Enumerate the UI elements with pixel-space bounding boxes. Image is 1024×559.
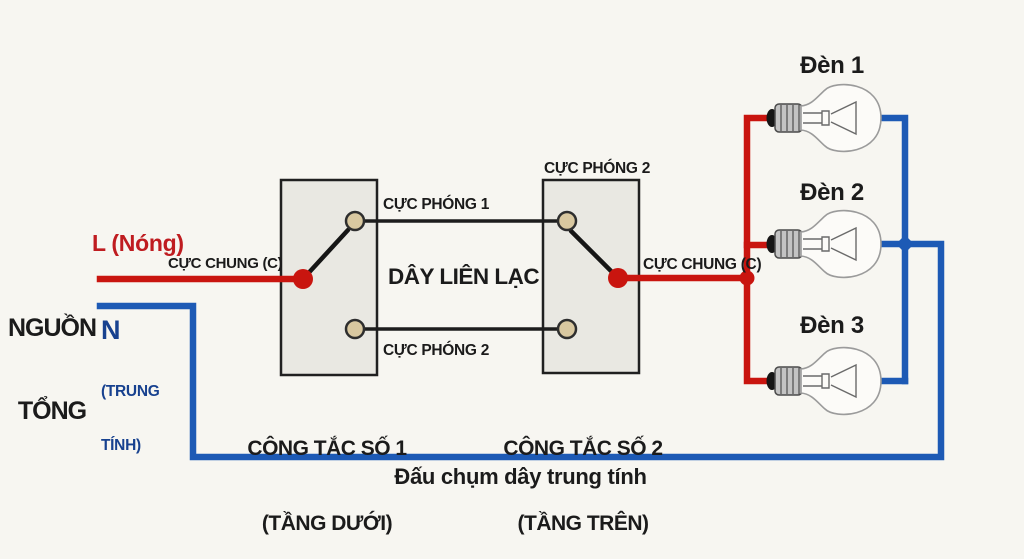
lamp-2-filament (803, 226, 857, 262)
lamp-2-glass (800, 209, 882, 279)
switch-2-name-line2: (TẦNG TRÊN) (517, 512, 649, 535)
traveler1-label: CỰC PHÓNG 1 (383, 196, 490, 213)
switch-1-common-terminal (293, 269, 313, 289)
switch2-top-terminal-label: CỰC PHÓNG 2 (544, 160, 651, 177)
lamp-2-label: Đèn 2 (800, 179, 864, 206)
switch1-common-label: CỰC CHUNG (C) (168, 255, 283, 272)
lamp-2-threads (780, 231, 800, 257)
caption: Đấu chụm dây trung tính (394, 464, 647, 489)
lamp-3-screw-base (774, 366, 803, 396)
lamp-3 (766, 346, 882, 416)
neutral-sublabel-line1: (TRUNG (101, 383, 160, 400)
switch-2-common-terminal (608, 268, 628, 288)
neutral-sublabel-line2: TÍNH) (101, 437, 141, 454)
lamp-3-label: Đèn 3 (800, 312, 864, 339)
lamp-1-glass (800, 83, 882, 153)
live-wire-label: L (Nóng) (92, 230, 184, 256)
red-junction-dot (739, 270, 755, 286)
switch-2-name: CÔNG TẮC SỐ 2 (TẦNG TRÊN) (490, 386, 676, 559)
switch-1-name-line2: (TẦNG DƯỚI) (261, 512, 393, 535)
switch2-common-label: CỰC CHUNG (C) (643, 256, 762, 273)
switch-1-traveler1-terminal (344, 210, 366, 232)
lamp-3-threads (780, 368, 800, 394)
source-name-line2: TỔNG (17, 396, 87, 425)
traveler2-label: CỰC PHÓNG 2 (383, 342, 490, 359)
switch-2-name-line1: CÔNG TẮC SỐ 2 (503, 437, 663, 460)
neutral-wire-sublabel: (TRUNG TÍNH) (101, 347, 160, 491)
switch-1-name: CÔNG TẮC SỐ 1 (TẦNG DƯỚI) (234, 386, 420, 559)
lamp-bus-blue (870, 114, 909, 385)
lamp-1 (766, 83, 882, 153)
lamp-1-threads (780, 105, 800, 131)
switch-1-lever (300, 227, 351, 282)
source-name-line1: NGUỒN (7, 314, 97, 342)
neutral-wire-label: N (101, 315, 121, 345)
lamp-3-filament (803, 363, 857, 399)
lamp-bus-red (743, 114, 776, 385)
blue-junction-dot (896, 235, 914, 253)
link-wire-label: DÂY LIÊN LẠC (388, 264, 540, 289)
switch-2-lever (568, 228, 621, 281)
lamp-1-screw-base (774, 103, 803, 133)
lamp-1-filament (803, 100, 857, 136)
source-name: NGUỒN TỔNG (6, 260, 98, 480)
lamp-2-screw-base (774, 229, 803, 259)
switch-1-traveler2-terminal (344, 318, 366, 340)
lamp-3-glass (800, 346, 882, 416)
lamp-2 (766, 209, 882, 279)
switch-1-name-line1: CÔNG TẮC SỐ 1 (247, 437, 407, 460)
neutral-run (96, 240, 945, 461)
switch-2-traveler2-terminal (556, 318, 578, 340)
switch-2-traveler1-terminal (556, 210, 578, 232)
lamp-1-label: Đèn 1 (800, 52, 864, 79)
